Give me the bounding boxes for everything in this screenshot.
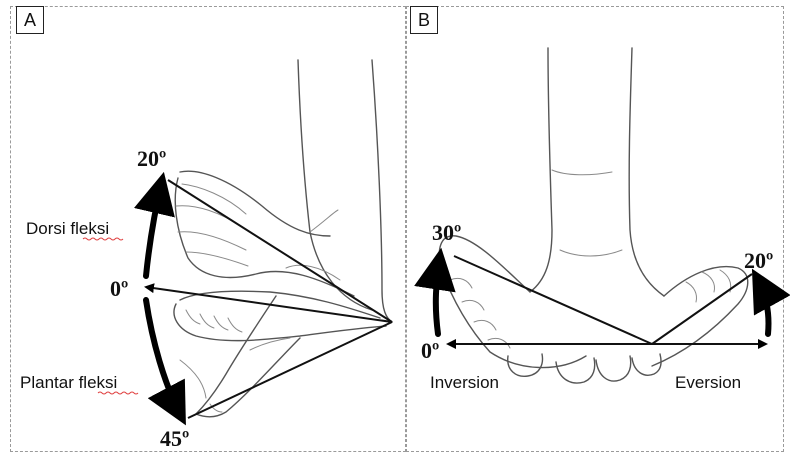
dorsiflexion-arc (146, 180, 162, 276)
degree-label-30-inversion: 30º (432, 220, 461, 245)
dorsiflexion-label: Dorsi fleksi (26, 219, 109, 238)
degree-label-20-eversion: 20º (744, 248, 773, 273)
degree-label-20-dorsi: 20º (137, 146, 166, 171)
degree-label-0-b: 0º (421, 338, 439, 363)
inversion-label: Inversion (430, 373, 499, 392)
inversion-arc (436, 256, 440, 334)
panel-b-label: B (410, 6, 438, 34)
angle-rays-b (448, 256, 766, 344)
spellcheck-underline (83, 238, 123, 240)
degree-label-0-a: 0º (110, 276, 128, 301)
plantarflexion-label: Plantar fleksi (20, 373, 117, 392)
foot-sketch-a (174, 60, 392, 417)
foot-sketch-b (439, 48, 747, 383)
eversion-arc (756, 276, 769, 334)
panel-a-label: A (16, 6, 44, 34)
degree-label-45-plantar: 45º (160, 426, 189, 451)
spellcheck-underline (98, 392, 138, 394)
eversion-label: Eversion (675, 373, 741, 392)
plantarflexion-arc (146, 300, 182, 418)
